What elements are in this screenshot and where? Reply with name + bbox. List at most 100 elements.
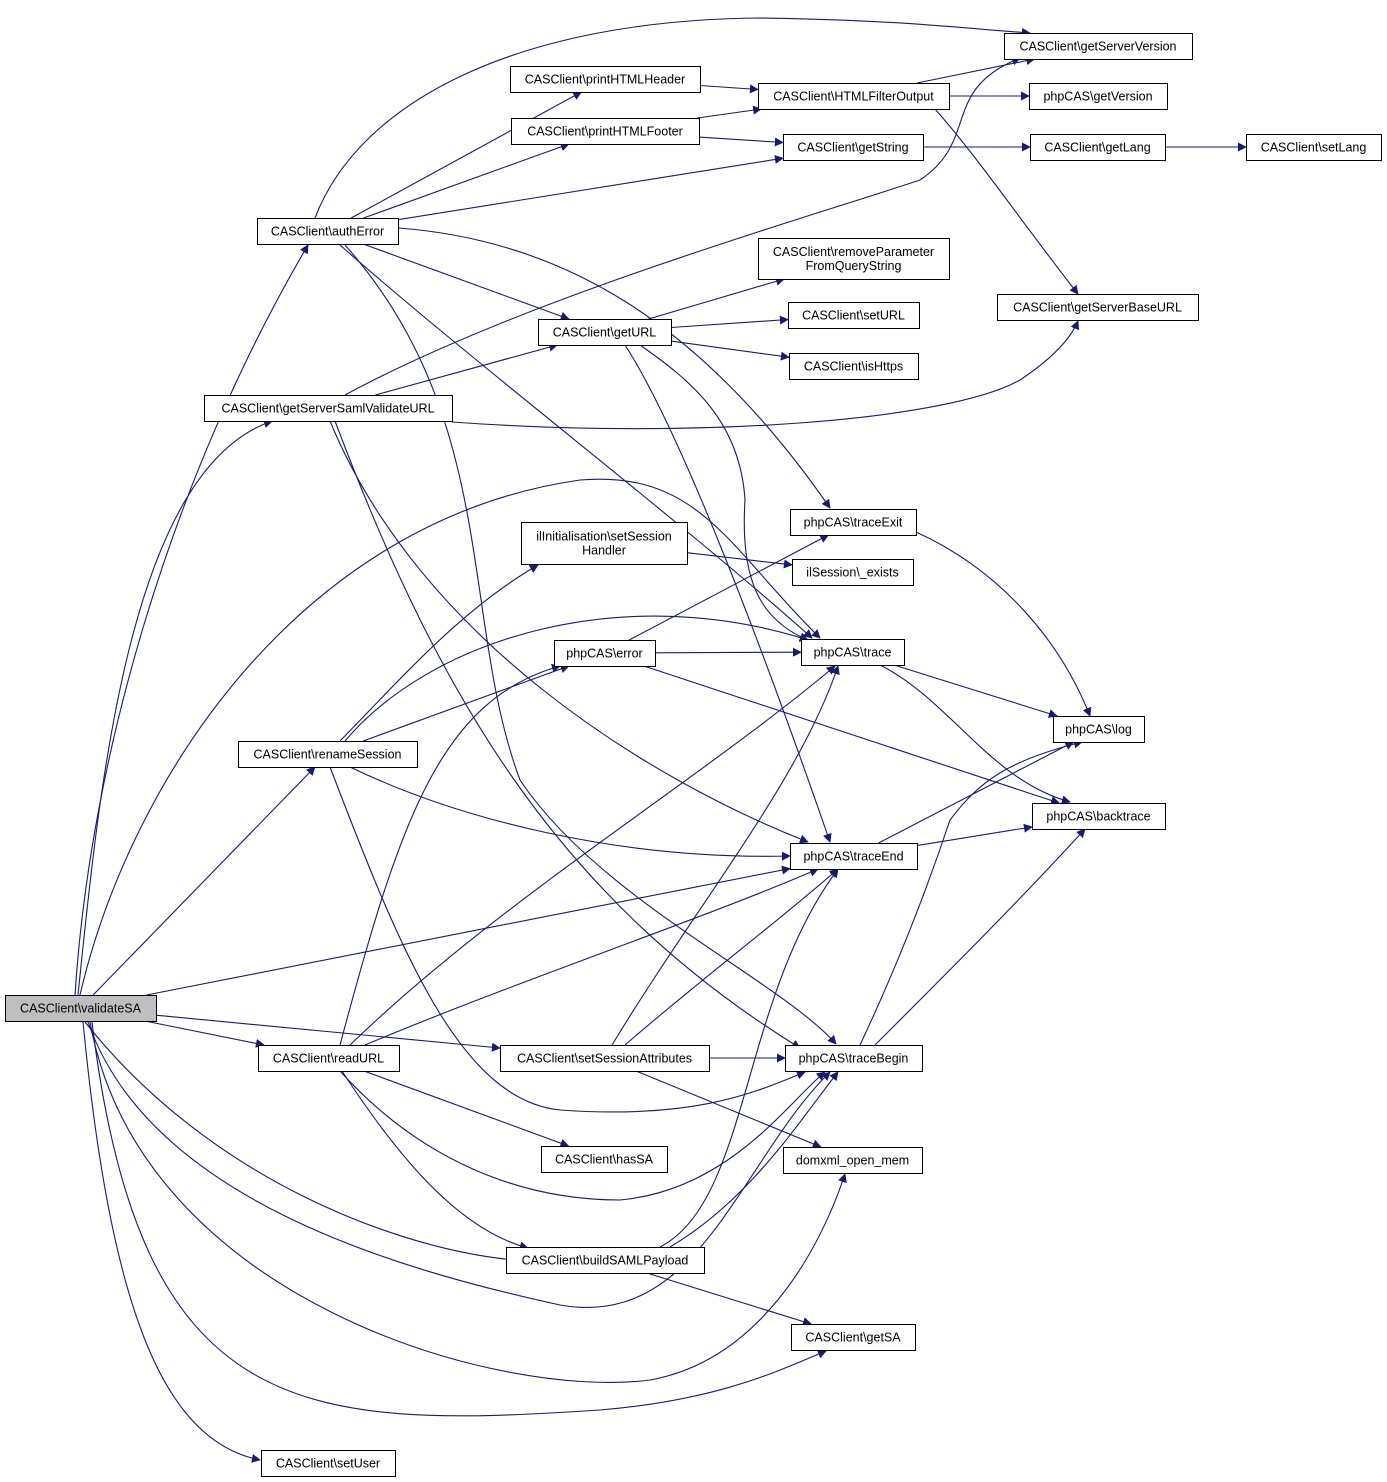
node-box[interactable] xyxy=(758,238,950,280)
edge-getURL-to-isHttps xyxy=(670,340,790,361)
edge-validateSA-to-traceBegin xyxy=(87,1021,831,1308)
node-setSessionAttributes[interactable]: CASClient\setSessionAttributes xyxy=(500,1045,710,1072)
node-traceExit[interactable]: phpCAS\traceExit xyxy=(790,509,917,536)
node-box[interactable] xyxy=(510,66,701,93)
node-label: CASClient\setLang xyxy=(1261,141,1367,155)
node-hasSA[interactable]: CASClient\hasSA xyxy=(541,1146,668,1173)
node-box[interactable] xyxy=(801,639,905,666)
node-box[interactable] xyxy=(204,395,453,422)
node-setUser[interactable]: CASClient\setUser xyxy=(261,1450,396,1477)
edge-printHTMLHeader-to-HTMLFilterOutput xyxy=(699,84,759,94)
node-box[interactable] xyxy=(785,1045,923,1072)
edge-traceBegin-to-log xyxy=(859,739,1083,1046)
node-getLang[interactable]: CASClient\getLang xyxy=(1030,134,1166,161)
node-box[interactable] xyxy=(257,218,399,245)
edge-getURL-to-setURL xyxy=(670,315,789,329)
edge-authError-to-printHTMLHeader xyxy=(350,91,583,219)
node-box[interactable] xyxy=(538,319,672,346)
node-box[interactable] xyxy=(1004,33,1193,60)
node-getServerVersion[interactable]: CASClient\getServerVersion xyxy=(1004,33,1193,60)
edge-validateSA-to-traceEnd xyxy=(146,865,791,996)
edges-layer xyxy=(74,17,1247,1463)
node-box[interactable] xyxy=(788,302,920,329)
node-box[interactable] xyxy=(521,522,688,565)
node-box[interactable] xyxy=(791,1324,916,1351)
node-setURL[interactable]: CASClient\setURL xyxy=(788,302,920,329)
node-label: phpCAS\traceEnd xyxy=(803,850,903,864)
node-box[interactable] xyxy=(1030,134,1166,161)
edge-getServerSamlValidateURL-to-getServerBaseURL xyxy=(451,320,1079,430)
edge-readURL-to-hasSA xyxy=(363,1070,570,1148)
node-domxml[interactable]: domxml_open_mem xyxy=(783,1147,923,1174)
node-box[interactable] xyxy=(238,741,418,768)
node-box[interactable] xyxy=(783,1147,923,1174)
node-box[interactable] xyxy=(783,134,924,161)
edge-setSessionAttributes-to-trace xyxy=(611,665,840,1046)
node-renameSession[interactable]: CASClient\renameSession xyxy=(238,741,418,768)
node-box[interactable] xyxy=(790,843,918,870)
node-box[interactable] xyxy=(506,1247,705,1274)
node-getServerSamlValidateURL[interactable]: CASClient\getServerSamlValidateURL xyxy=(204,395,453,422)
node-label: CASClient\HTMLFilterOutput xyxy=(773,90,934,104)
node-box[interactable] xyxy=(1029,83,1168,110)
node-box[interactable] xyxy=(1032,803,1166,830)
node-box[interactable] xyxy=(261,1450,396,1477)
edge-printHTMLFooter-to-HTMLFilterOutput xyxy=(697,105,763,119)
edge-error-to-trace xyxy=(654,647,802,657)
node-box[interactable] xyxy=(997,294,1199,321)
node-traceBegin[interactable]: phpCAS\traceBegin xyxy=(785,1045,923,1072)
node-getVersion[interactable]: phpCAS\getVersion xyxy=(1029,83,1168,110)
node-buildSAMLPayload[interactable]: CASClient\buildSAMLPayload xyxy=(506,1247,705,1274)
node-label: CASClient\validateSA xyxy=(20,1002,142,1016)
node-authError[interactable]: CASClient\authError xyxy=(257,218,399,245)
node-box[interactable] xyxy=(258,1045,400,1072)
node-readURL[interactable]: CASClient\readURL xyxy=(258,1045,400,1072)
node-log[interactable]: phpCAS\log xyxy=(1053,716,1145,743)
node-trace[interactable]: phpCAS\trace xyxy=(801,639,905,666)
node-validateSA[interactable]: CASClient\validateSA xyxy=(5,995,157,1022)
node-printHTMLFooter[interactable]: CASClient\printHTMLFooter xyxy=(511,118,700,145)
node-getSA[interactable]: CASClient\getSA xyxy=(791,1324,916,1351)
edge-traceBegin-to-backtrace xyxy=(874,828,1086,1046)
node-box[interactable] xyxy=(5,995,157,1022)
node-box[interactable] xyxy=(790,509,917,536)
node-box[interactable] xyxy=(500,1045,710,1072)
node-box[interactable] xyxy=(758,83,950,110)
edge-validateSA-to-authError xyxy=(74,244,309,996)
node-getString[interactable]: CASClient\getString xyxy=(783,134,924,161)
node-label: phpCAS\getVersion xyxy=(1043,90,1152,104)
edge-validateSA-to-domxml xyxy=(89,1021,847,1383)
node-box[interactable] xyxy=(1053,716,1145,743)
node-getURL[interactable]: CASClient\getURL xyxy=(538,319,672,346)
node-box[interactable] xyxy=(554,640,656,667)
node-box[interactable] xyxy=(511,118,700,145)
node-getServerBaseURL[interactable]: CASClient\getServerBaseURL xyxy=(997,294,1199,321)
node-box[interactable] xyxy=(789,353,919,380)
node-label: domxml_open_mem xyxy=(796,1154,909,1168)
node-label: CASClient\printHTMLHeader xyxy=(525,73,685,87)
edge-renameSession-to-setSessionHandler xyxy=(339,564,539,742)
node-box[interactable] xyxy=(1246,134,1382,161)
edge-traceEnd-to-log xyxy=(878,741,1075,844)
node-label: CASClient\buildSAMLPayload xyxy=(522,1254,689,1268)
node-label: CASClient\getString xyxy=(797,141,908,155)
node-error[interactable]: phpCAS\error xyxy=(554,640,656,667)
node-setLang[interactable]: CASClient\setLang xyxy=(1246,134,1382,161)
node-backtrace[interactable]: phpCAS\backtrace xyxy=(1032,803,1166,830)
edge-getServerSamlValidateURL-to-getServerVersion xyxy=(344,56,1021,396)
node-label: CASClient\authError xyxy=(271,225,384,239)
node-label: CASClient\setUser xyxy=(276,1457,380,1471)
node-exists[interactable]: ilSession\_exists xyxy=(792,559,914,586)
node-box[interactable] xyxy=(792,559,914,586)
node-traceEnd[interactable]: phpCAS\traceEnd xyxy=(790,843,918,870)
node-label: CASClient\getSA xyxy=(805,1331,901,1345)
edge-authError-to-getURL xyxy=(363,243,570,321)
node-isHttps[interactable]: CASClient\isHttps xyxy=(789,353,919,380)
edge-getURL-to-traceEnd xyxy=(624,344,832,843)
node-HTMLFilterOutput[interactable]: CASClient\HTMLFilterOutput xyxy=(758,83,950,110)
node-printHTMLHeader[interactable]: CASClient\printHTMLHeader xyxy=(510,66,701,93)
node-box[interactable] xyxy=(541,1146,668,1173)
